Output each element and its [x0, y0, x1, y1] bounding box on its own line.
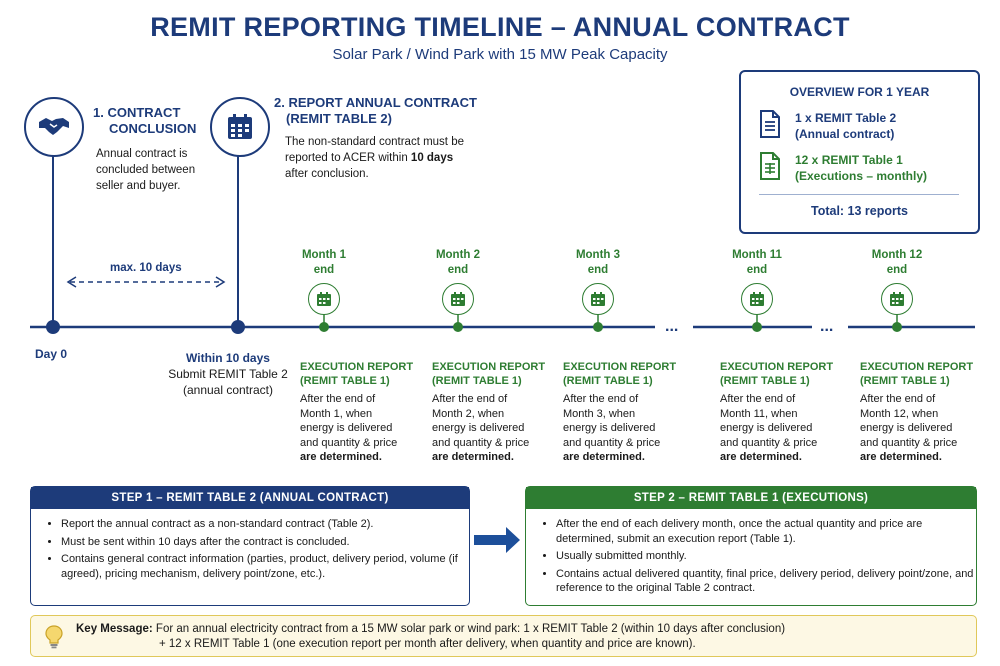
lightbulb-icon — [45, 625, 63, 649]
month-3-marker — [593, 322, 603, 332]
step1-bullet: Contains general contract information (p… — [61, 552, 469, 581]
step2-box: STEP 2 – REMIT TABLE 1 (EXECUTIONS) Afte… — [525, 486, 977, 606]
step1-bullet: Report the annual contract as a non-stan… — [61, 517, 469, 532]
month-3-calendar-icon — [582, 283, 614, 315]
contract-heading: 1. CONTRACT CONCLUSION — [93, 105, 197, 136]
month-2-calendar-icon — [442, 283, 474, 315]
step2-bullet: Contains actual delivered quantity, fina… — [556, 567, 976, 596]
overview-item-table1: 12 x REMIT Table 1(Executions – monthly) — [759, 152, 927, 184]
month-1-marker — [319, 322, 329, 332]
step1-bullets: Report the annual contract as a non-stan… — [31, 517, 469, 581]
step1-header: STEP 1 – REMIT TABLE 2 (ANNUAL CONTRACT) — [31, 487, 469, 509]
month-12-marker — [892, 322, 902, 332]
contract-description: Annual contract is concluded between sel… — [96, 148, 196, 192]
step1-bullet: Must be sent within 10 days after the co… — [61, 535, 469, 550]
overview-item-table2: 1 x REMIT Table 2(Annual contract) — [759, 110, 896, 142]
handshake-icon — [39, 118, 69, 135]
execution-report-month-3: EXECUTION REPORT(REMIT TABLE 1) After th… — [563, 361, 677, 463]
month-11-marker — [752, 322, 762, 332]
calendar-icon — [228, 114, 252, 139]
timeline-ellipsis-2: ... — [820, 318, 834, 335]
step2-bullets: After the end of each delivery month, on… — [526, 517, 976, 596]
execution-report-month-12: EXECUTION REPORT(REMIT TABLE 1) After th… — [860, 361, 974, 463]
month-11-calendar-icon — [741, 283, 773, 315]
key-message-box: Key Message: For an annual electricity c… — [30, 615, 977, 657]
contract-icon-circle — [24, 97, 84, 157]
step-arrow — [474, 527, 520, 553]
month-1-calendar-icon — [308, 283, 340, 315]
page-title: REMIT REPORTING TIMELINE – ANNUAL CONTRA… — [150, 12, 850, 42]
overview-total: Total: 13 reports — [810, 204, 908, 218]
day10-marker — [231, 320, 245, 334]
overview-title: OVERVIEW FOR 1 YEAR — [789, 85, 930, 99]
day0-label: Day 0 — [35, 347, 68, 361]
execution-report-month-2: EXECUTION REPORT(REMIT TABLE 1) After th… — [432, 361, 546, 463]
page-subtitle: Solar Park / Wind Park with 15 MW Peak C… — [332, 46, 668, 63]
timeline-ellipsis-1: ... — [665, 318, 679, 335]
interval-label: max. 10 days — [110, 262, 182, 274]
report-heading: 2. REPORT ANNUAL CONTRACT (REMIT TABLE 2… — [274, 95, 477, 126]
document-icon — [760, 110, 780, 138]
spreadsheet-icon — [760, 152, 780, 180]
within-label: Within 10 days Submit REMIT Table 2 (ann… — [168, 351, 288, 397]
step2-header: STEP 2 – REMIT TABLE 1 (EXECUTIONS) — [526, 487, 976, 509]
month-12-calendar-icon — [881, 283, 913, 315]
report-icon-circle — [210, 97, 270, 157]
step2-bullet: After the end of each delivery month, on… — [556, 517, 976, 546]
key-message-text: Key Message: For an annual electricity c… — [76, 623, 786, 650]
execution-report-month-11: EXECUTION REPORT(REMIT TABLE 1) After th… — [720, 361, 834, 463]
step1-box: STEP 1 – REMIT TABLE 2 (ANNUAL CONTRACT)… — [30, 486, 470, 606]
day0-marker — [46, 320, 60, 334]
month-2-marker — [453, 322, 463, 332]
overview-divider — [759, 194, 959, 195]
overview-box: OVERVIEW FOR 1 YEAR 1 x REMIT Table 2(An… — [739, 70, 980, 234]
key-message-label: Key Message: — [76, 623, 153, 635]
step2-bullet: Usually submitted monthly. — [556, 549, 976, 564]
report-description: The non-standard contract must be report… — [285, 136, 464, 180]
execution-report-month-1: EXECUTION REPORT(REMIT TABLE 1) After th… — [300, 361, 414, 463]
